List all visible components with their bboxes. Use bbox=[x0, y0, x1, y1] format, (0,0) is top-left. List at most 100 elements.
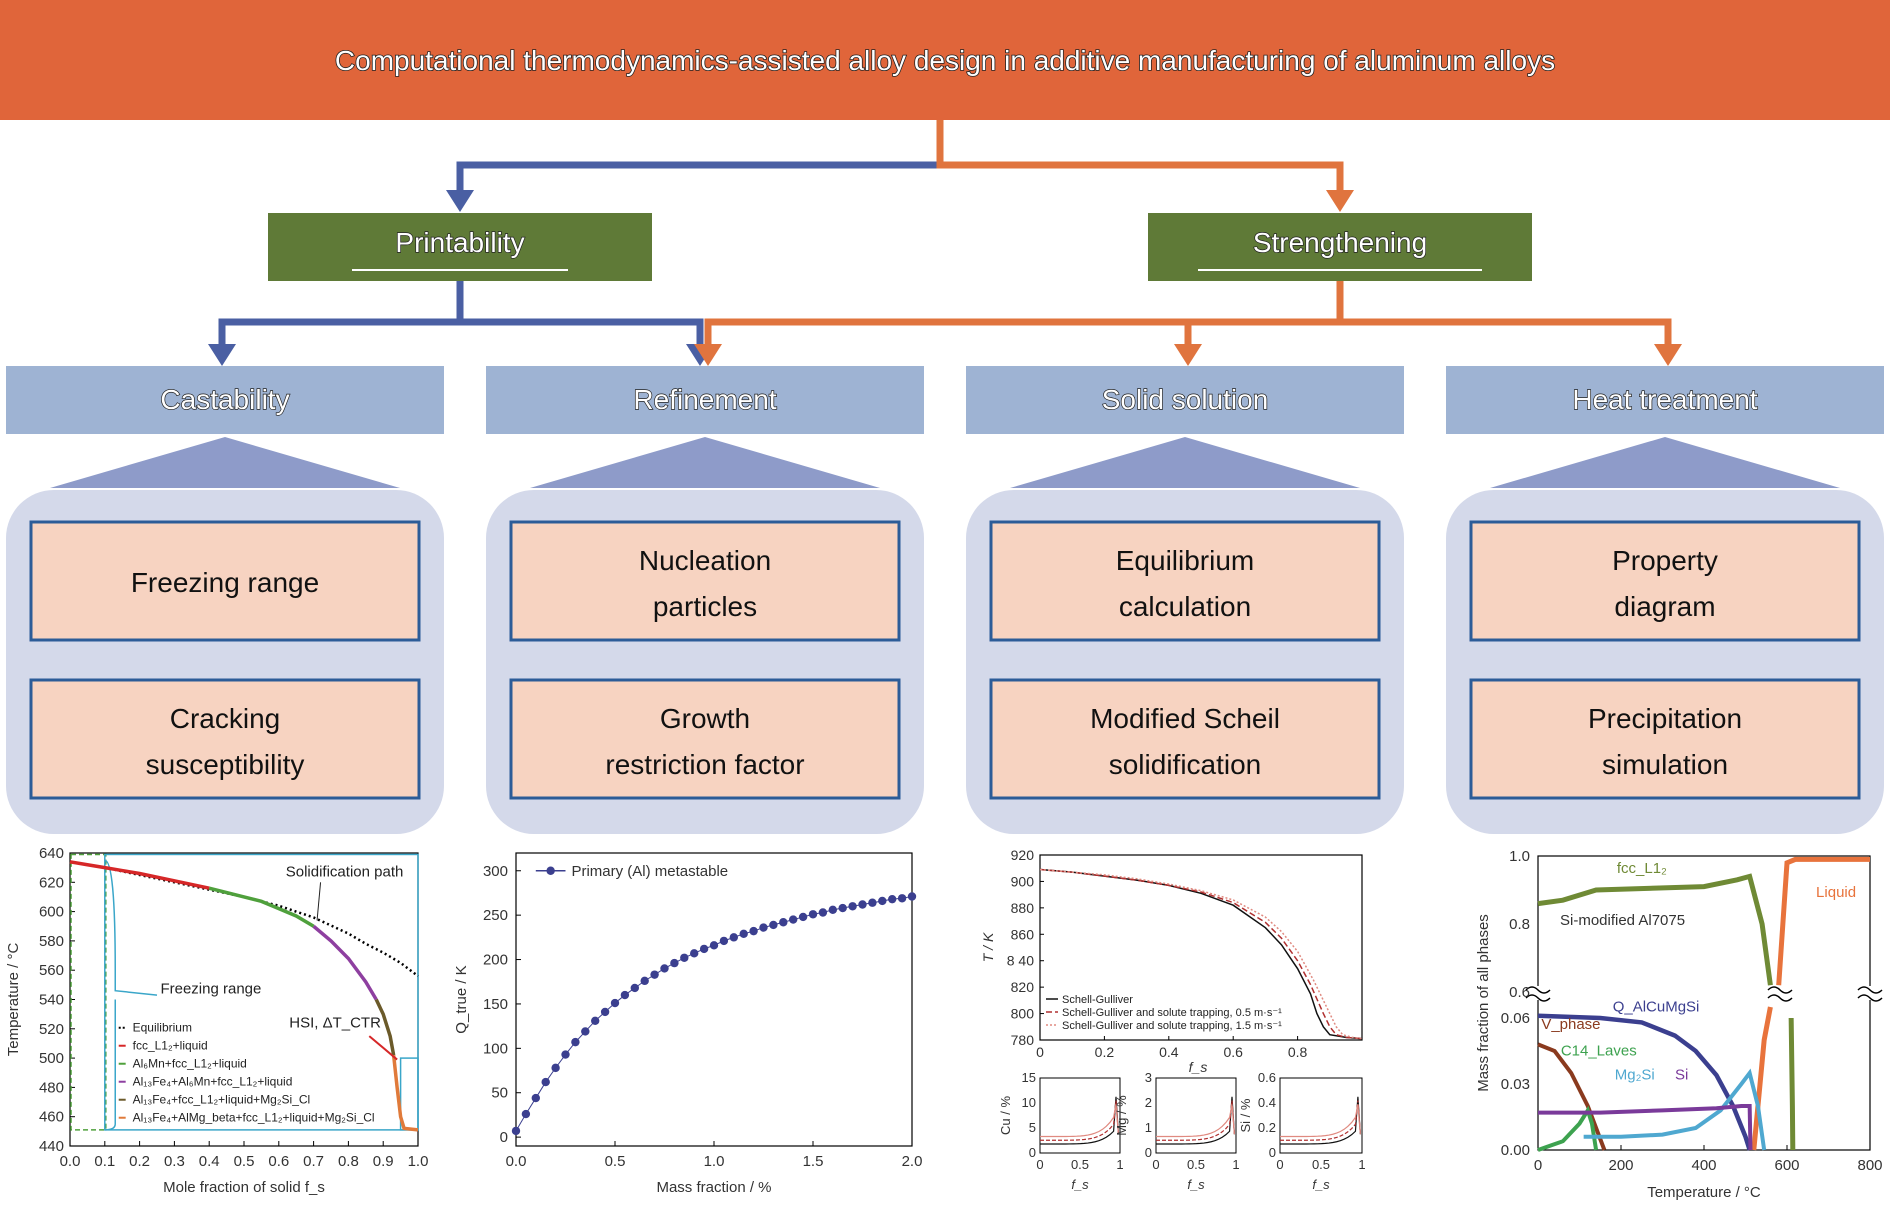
x-tick-label: 0.2 bbox=[129, 1153, 150, 1170]
x-tick-label: 200 bbox=[1608, 1157, 1633, 1174]
y-axis-label: Mass fraction of all phases bbox=[1475, 914, 1492, 1092]
category-header-label: Solid solution bbox=[1102, 384, 1269, 415]
y-tick-label: 640 bbox=[39, 845, 64, 862]
y-tick-label: 580 bbox=[39, 933, 64, 950]
category-column-4: Heat treatmentPropertydiagramPrecipitati… bbox=[1446, 366, 1884, 834]
y-tick-label: 480 bbox=[39, 1079, 64, 1096]
connectors-top bbox=[446, 120, 1354, 212]
legend-label: Equilibrium bbox=[133, 1021, 192, 1035]
inset-y-tick-label: 3 bbox=[1145, 1070, 1152, 1085]
series-line bbox=[69, 860, 210, 890]
y-tick-label: 0.03 bbox=[1501, 1076, 1530, 1093]
x-tick-label: 0.5 bbox=[234, 1153, 255, 1170]
concept-label: Property bbox=[1612, 545, 1718, 576]
inset-y-tick-label: 10 bbox=[1022, 1095, 1036, 1110]
inset-x-tick-label: 0 bbox=[1036, 1157, 1043, 1172]
concept-label: particles bbox=[653, 591, 757, 622]
plot-frame bbox=[1537, 855, 1871, 1151]
legend-label: Al₁₃Fe₄+Al₆Mn+fcc_L1₂+liquid bbox=[133, 1075, 293, 1089]
y-tick-label: 780 bbox=[1011, 1032, 1035, 1048]
x-axis-label: Mass fraction / % bbox=[656, 1179, 771, 1196]
inset-y-tick-label: 0 bbox=[1269, 1145, 1276, 1160]
category-triangle bbox=[1490, 437, 1840, 488]
inset-y-tick-label: 15 bbox=[1022, 1070, 1036, 1085]
concept-label: calculation bbox=[1119, 591, 1251, 622]
x-axis-label: f_s bbox=[1189, 1059, 1208, 1075]
y-tick-label: 800 bbox=[1011, 1006, 1035, 1022]
inset-y-tick-label: 0.2 bbox=[1258, 1120, 1276, 1135]
y-tick-label: 8 40 bbox=[1007, 953, 1034, 969]
series-line bbox=[391, 1054, 419, 1132]
x-tick-label: 600 bbox=[1774, 1157, 1799, 1174]
strengthening-box: Strengthening bbox=[1148, 213, 1532, 281]
concept-label: Equilibrium bbox=[1116, 545, 1255, 576]
concept-box bbox=[29, 678, 421, 800]
inset-x-tick-label: 1 bbox=[1358, 1157, 1365, 1172]
y-tick-label: 440 bbox=[39, 1138, 64, 1155]
y-axis-label: Temperature / °C bbox=[5, 943, 22, 1057]
y-tick-label: 150 bbox=[483, 996, 508, 1013]
axis-break-mark bbox=[1857, 986, 1883, 1002]
x-tick-label: 0.9 bbox=[373, 1153, 394, 1170]
series-line bbox=[208, 886, 315, 928]
label-liquid: Liquid bbox=[1816, 884, 1856, 901]
series-fcc bbox=[1788, 1017, 1796, 1151]
y-tick-label: 460 bbox=[39, 1109, 64, 1126]
x-tick-label: 1.5 bbox=[803, 1153, 824, 1170]
label-si: Si bbox=[1675, 1067, 1688, 1084]
inset-series-line bbox=[1156, 1100, 1235, 1141]
inset-y-tick-label: 1 bbox=[1145, 1120, 1152, 1135]
x-tick-label: 1.0 bbox=[704, 1153, 725, 1170]
y-tick-label: 520 bbox=[39, 1021, 64, 1038]
concept-label: Modified Scheil bbox=[1090, 703, 1280, 734]
concept-box bbox=[29, 520, 421, 642]
y-tick-label: 880 bbox=[1011, 900, 1035, 916]
legend-label: fcc_L1₂+liquid bbox=[133, 1039, 208, 1053]
y-tick-label: 250 bbox=[483, 907, 508, 924]
inset-series-line bbox=[1156, 1104, 1235, 1138]
x-tick-label: 0.3 bbox=[164, 1153, 185, 1170]
x-tick-label: 800 bbox=[1857, 1157, 1882, 1174]
freezing-range-brace bbox=[104, 859, 158, 1131]
y-tick-label: 900 bbox=[1011, 873, 1035, 889]
inset-x-label: f_s bbox=[1312, 1177, 1330, 1192]
y-tick-label: 560 bbox=[39, 962, 64, 979]
concept-label: Growth bbox=[660, 703, 750, 734]
y-tick-label: 820 bbox=[1011, 979, 1035, 995]
y-tick-label: 860 bbox=[1011, 926, 1035, 942]
concept-label: Nucleation bbox=[639, 545, 771, 576]
inset-y-tick-label: 2 bbox=[1145, 1095, 1152, 1110]
category-triangle bbox=[530, 437, 880, 488]
category-header-label: Castability bbox=[160, 384, 289, 415]
category-header-label: Heat treatment bbox=[1572, 384, 1757, 415]
y-tick-label: 0.00 bbox=[1501, 1142, 1530, 1159]
category-header-label: Refinement bbox=[633, 384, 776, 415]
y-tick-label: 920 bbox=[1011, 847, 1035, 863]
x-tick-label: 0.2 bbox=[1095, 1044, 1115, 1060]
category-header-bg bbox=[1446, 366, 1884, 434]
inset-frame bbox=[1039, 1077, 1121, 1154]
y-tick-label: 0 bbox=[500, 1129, 508, 1146]
y-tick-label: 200 bbox=[483, 952, 508, 969]
inset-x-tick-label: 0 bbox=[1276, 1157, 1283, 1172]
legend-label: Al₆Mn+fcc_L1₂+liquid bbox=[133, 1057, 247, 1071]
inset-y-tick-label: 5 bbox=[1029, 1120, 1036, 1135]
y-axis-label: Q_true / K bbox=[453, 965, 470, 1033]
x-tick-label: 400 bbox=[1691, 1157, 1716, 1174]
category-header-bg bbox=[966, 366, 1404, 434]
category-header-bg bbox=[6, 366, 444, 434]
concept-label: simulation bbox=[1602, 749, 1728, 780]
strengthening-label: Strengthening bbox=[1253, 227, 1427, 258]
legend-label: Schell-Gulliver and solute trapping, 1.5… bbox=[1062, 1020, 1282, 1032]
freezing-range-box bbox=[70, 853, 107, 1131]
y-tick-label: 1.0 bbox=[1509, 848, 1530, 865]
plot-frame bbox=[69, 852, 419, 1147]
series-si bbox=[1538, 1104, 1753, 1151]
page-title: Computational thermodynamics-assisted al… bbox=[335, 45, 1555, 76]
x-tick-label: 0.0 bbox=[60, 1153, 81, 1170]
